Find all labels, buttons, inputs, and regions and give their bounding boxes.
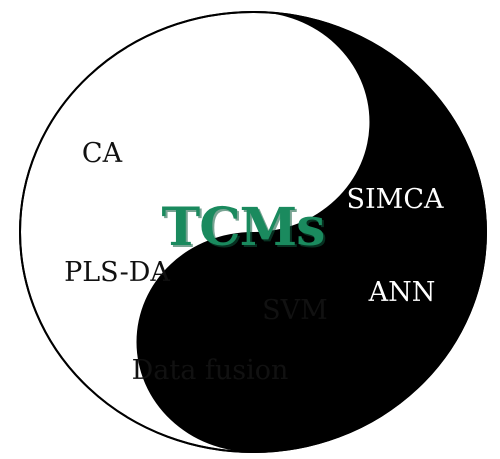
label-pls-da: PLS-DA	[64, 257, 170, 288]
label-ann: ANN	[368, 277, 436, 308]
yin-yang-dark-half	[136, 12, 486, 452]
yin-yang-outline	[19, 11, 487, 453]
label-pca: PCA	[261, 58, 320, 89]
label-simca: SIMCA	[347, 184, 444, 215]
light-eye-dot	[237, 112, 259, 134]
center-title: TCMs	[162, 197, 325, 258]
dark-eye-dot	[233, 321, 255, 343]
label-svm: SVM	[262, 295, 328, 326]
label-ca: CA	[82, 138, 123, 169]
label-calibration: Calibration	[191, 148, 344, 179]
label-data-fusion: Data fusion	[132, 355, 289, 386]
center-title-shadow: TCMs	[164, 199, 327, 260]
